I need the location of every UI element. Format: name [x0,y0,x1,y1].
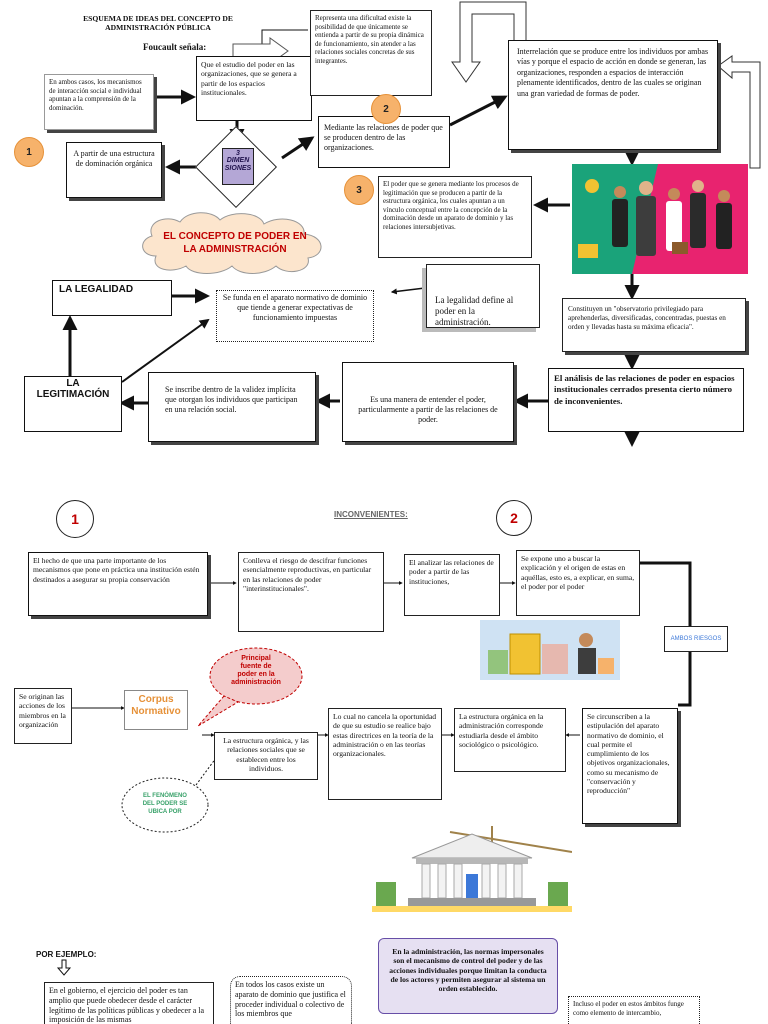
box-poder-genera: El poder que se genera mediante los proc… [378,176,532,258]
number-badge-2: 2 [371,94,401,124]
box-representa: Representa una dificultad existe la posi… [310,10,432,96]
box-interrelacion: Interrelación que se produce entre los i… [508,40,718,150]
box-estructura-dominacion: A partir de una estructura de dominación… [66,142,162,198]
box-todos-casos: En todos los casos existe un aparato de … [230,976,352,1024]
dimensiones-label-line-3: SIONES [224,164,252,172]
page-title: ESQUEMA DE IDEAS DEL CONCEPTO DE ADMINIS… [52,14,264,32]
speech-bubble-shape [197,647,303,727]
page-title-line-2: ADMINISTRACIÓN PÚBLICA [105,23,211,33]
fenomeno-line-1: EL FENÓMENO [143,793,187,799]
foucault-label: Foucault señala: [143,42,207,52]
cloud-title: EL CONCEPTO DE PODER EN LA ADMINISTRACIÓ… [150,231,320,256]
box-estructura-organica: La estructura orgánica, y las relaciones… [214,732,318,780]
box-que-el-estudio: Que el estudio del poder en las organiza… [196,56,312,121]
inconveniente-number-1: 1 [56,500,94,538]
box-se-expone: Se expone uno a buscar la explicación y … [516,550,640,616]
dimensiones-label-line-2: DIMEN [226,157,250,165]
cloud-shape [142,212,322,274]
page-title-line-1: ESQUEMA DE IDEAS DEL CONCEPTO DE [83,14,233,23]
fenomeno-text: EL FENÓMENO DEL PODER SE UBICA POR [130,792,200,816]
box-al-analizar: El analizar las relaciones de poder a pa… [404,554,500,616]
cloud-title-line-2: LA ADMINISTRACIÓN [183,243,287,255]
speech-bubble-line-2: fuente de [240,663,272,671]
por-ejemplo-label: POR EJEMPLO: [36,950,97,959]
box-se-inscribe: Se inscribe dentro de la validez implíci… [148,372,316,442]
corpus-line-1: Corpus [138,694,174,705]
block-arrow-left-icon [717,55,761,169]
finance-illustration [480,620,620,680]
inconvenientes-heading: INCONVENIENTES: [334,510,408,519]
government-building-image [372,826,572,912]
box-se-originan: Se originan las acciones de los miembros… [14,688,72,744]
dimensiones-label-line-1: 3 [236,150,240,157]
box-constituyen: Constituyen un "observatorio privilegiad… [562,298,746,352]
box-el-analisis: El análisis de las relaciones de poder e… [548,368,744,432]
number-badge-3: 3 [344,175,374,205]
box-lo-cual: Lo cual no cancela la oportunidad de que… [328,708,442,800]
fenomeno-line-3: UBICA POR [148,809,182,816]
box-se-circunscriben: Se circunscriben a la estipulación del a… [582,708,678,824]
legitimacion-line-1: LA [66,378,80,389]
speech-bubble-line-3: poder en la [237,671,275,679]
block-arrow-bend-down-icon [451,1,527,83]
legitimacion-line-2: LEGITIMACIÓN [36,388,110,400]
speech-bubble-line-4: administración [231,679,281,687]
speech-bubble-text: Principal fuente de poder en la administ… [222,655,290,687]
fenomeno-line-2: DEL PODER SE [142,801,188,808]
speech-bubble-line-1: Principal [241,655,271,662]
box-estructura-corresponde: La estructura orgánica en la administrac… [454,708,566,772]
box-se-funda: Se funda en el aparato normativo de domi… [216,290,374,342]
box-gobierno: En el gobierno, el ejercicio del poder e… [44,982,214,1024]
box-legalidad-define: La legalidad define al poder en la admin… [426,264,540,328]
number-badge-1: 1 [14,137,44,167]
box-hecho: El hecho de que una parte importante de … [28,552,208,616]
dimensiones-label: 3 DIMEN SIONES [222,148,254,185]
box-normas: En la administración, las normas imperso… [378,938,558,1014]
cloud-title-line-1: EL CONCEPTO DE PODER EN [163,231,307,242]
box-legitimacion: LA LEGITIMACIÓN [24,376,122,432]
box-conlleva: Conlleva el riesgo de descifrar funcione… [238,552,384,632]
box-legalidad: LA LEGALIDAD [52,280,172,316]
box-es-una-manera: Es una manera de entender el poder, part… [342,362,514,442]
box-corpus-normativo: Corpus Normativo [124,690,188,730]
box-ambos-casos: En ambos casos, los mecanismos de intera… [44,74,154,130]
box-ambos-riesgos: AMBOS RIESGOS [664,626,728,652]
business-people-image [572,164,748,274]
fenomeno-ellipse-shape [121,777,209,833]
inconveniente-number-2: 2 [496,500,532,536]
box-incluso: Incluso el poder en estos ámbitos funge … [568,996,700,1024]
corpus-line-2: Normativo [131,706,181,718]
